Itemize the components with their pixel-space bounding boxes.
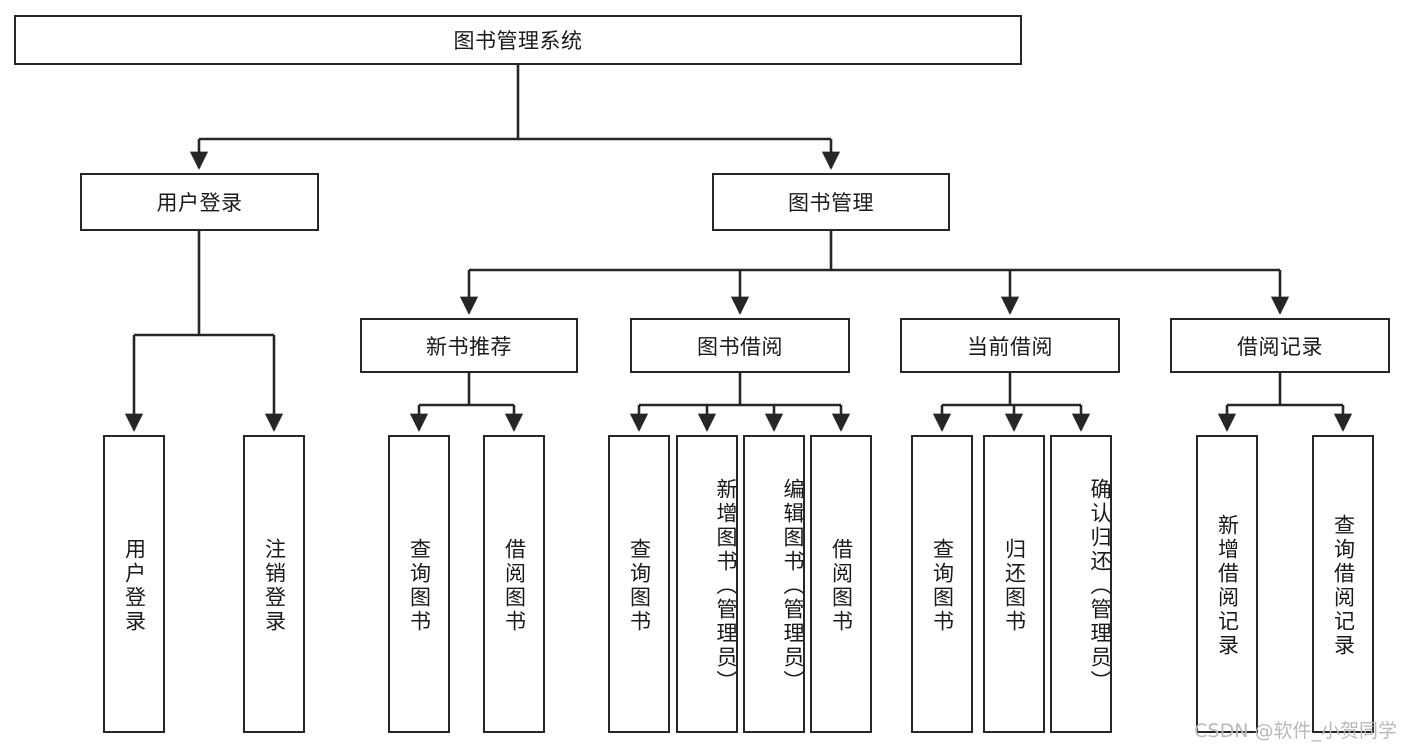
node-new-book-rec-label: 新书推荐 [426, 334, 512, 359]
node-current-borrow[interactable]: 当前借阅 [900, 318, 1120, 373]
leaf-bb-add[interactable]: 新增图书（管理员） [676, 435, 738, 733]
csdn-watermark: CSDN @软件_小贺同学 [1194, 720, 1397, 742]
leaf-user-login[interactable]: 用户登录 [103, 435, 165, 733]
node-book-manage[interactable]: 图书管理 [712, 173, 950, 231]
leaf-br-add-label: 新增借阅记录 [1215, 514, 1240, 658]
node-root[interactable]: 图书管理系统 [14, 15, 1022, 65]
node-user-login-label: 用户登录 [156, 191, 243, 215]
node-root-label: 图书管理系统 [453, 29, 583, 53]
leaf-bb-borrow[interactable]: 借阅图书 [810, 435, 872, 733]
node-user-login[interactable]: 用户登录 [80, 173, 319, 231]
leaf-rec-borrow[interactable]: 借阅图书 [483, 435, 545, 733]
node-book-borrow-label: 图书借阅 [697, 334, 783, 359]
node-book-borrow[interactable]: 图书借阅 [630, 318, 850, 373]
leaf-user-login-label: 用户登录 [122, 538, 147, 634]
leaf-cb-query[interactable]: 查询图书 [911, 435, 973, 733]
leaf-bb-query-label: 查询图书 [627, 538, 652, 634]
leaf-br-query[interactable]: 查询借阅记录 [1312, 435, 1374, 733]
leaf-cb-return-label: 归还图书 [1002, 538, 1027, 634]
leaf-bb-edit[interactable]: 编辑图书（管理员） [743, 435, 805, 733]
node-borrow-record-label: 借阅记录 [1237, 334, 1323, 359]
leaf-bb-borrow-label: 借阅图书 [829, 538, 854, 634]
leaf-cb-return[interactable]: 归还图书 [983, 435, 1045, 733]
node-current-borrow-label: 当前借阅 [967, 334, 1053, 359]
leaf-user-logout[interactable]: 注销登录 [243, 435, 305, 733]
leaf-user-logout-label: 注销登录 [262, 538, 287, 634]
leaf-cb-query-label: 查询图书 [930, 538, 955, 634]
leaf-br-add[interactable]: 新增借阅记录 [1196, 435, 1258, 733]
leaf-bb-query[interactable]: 查询图书 [608, 435, 670, 733]
leaf-bb-edit-label: 编辑图书（管理员） [781, 478, 805, 694]
leaf-cb-confirm[interactable]: 确认归还（管理员） [1050, 435, 1112, 733]
node-new-book-rec[interactable]: 新书推荐 [360, 318, 578, 373]
leaf-rec-query[interactable]: 查询图书 [388, 435, 450, 733]
node-borrow-record[interactable]: 借阅记录 [1170, 318, 1390, 373]
leaf-rec-borrow-label: 借阅图书 [502, 538, 527, 634]
node-book-manage-label: 图书管理 [788, 191, 874, 215]
leaf-br-query-label: 查询借阅记录 [1331, 514, 1356, 658]
leaf-rec-query-label: 查询图书 [407, 538, 432, 634]
leaf-bb-add-label: 新增图书（管理员） [714, 478, 738, 694]
leaf-cb-confirm-label: 确认归还（管理员） [1088, 478, 1112, 694]
